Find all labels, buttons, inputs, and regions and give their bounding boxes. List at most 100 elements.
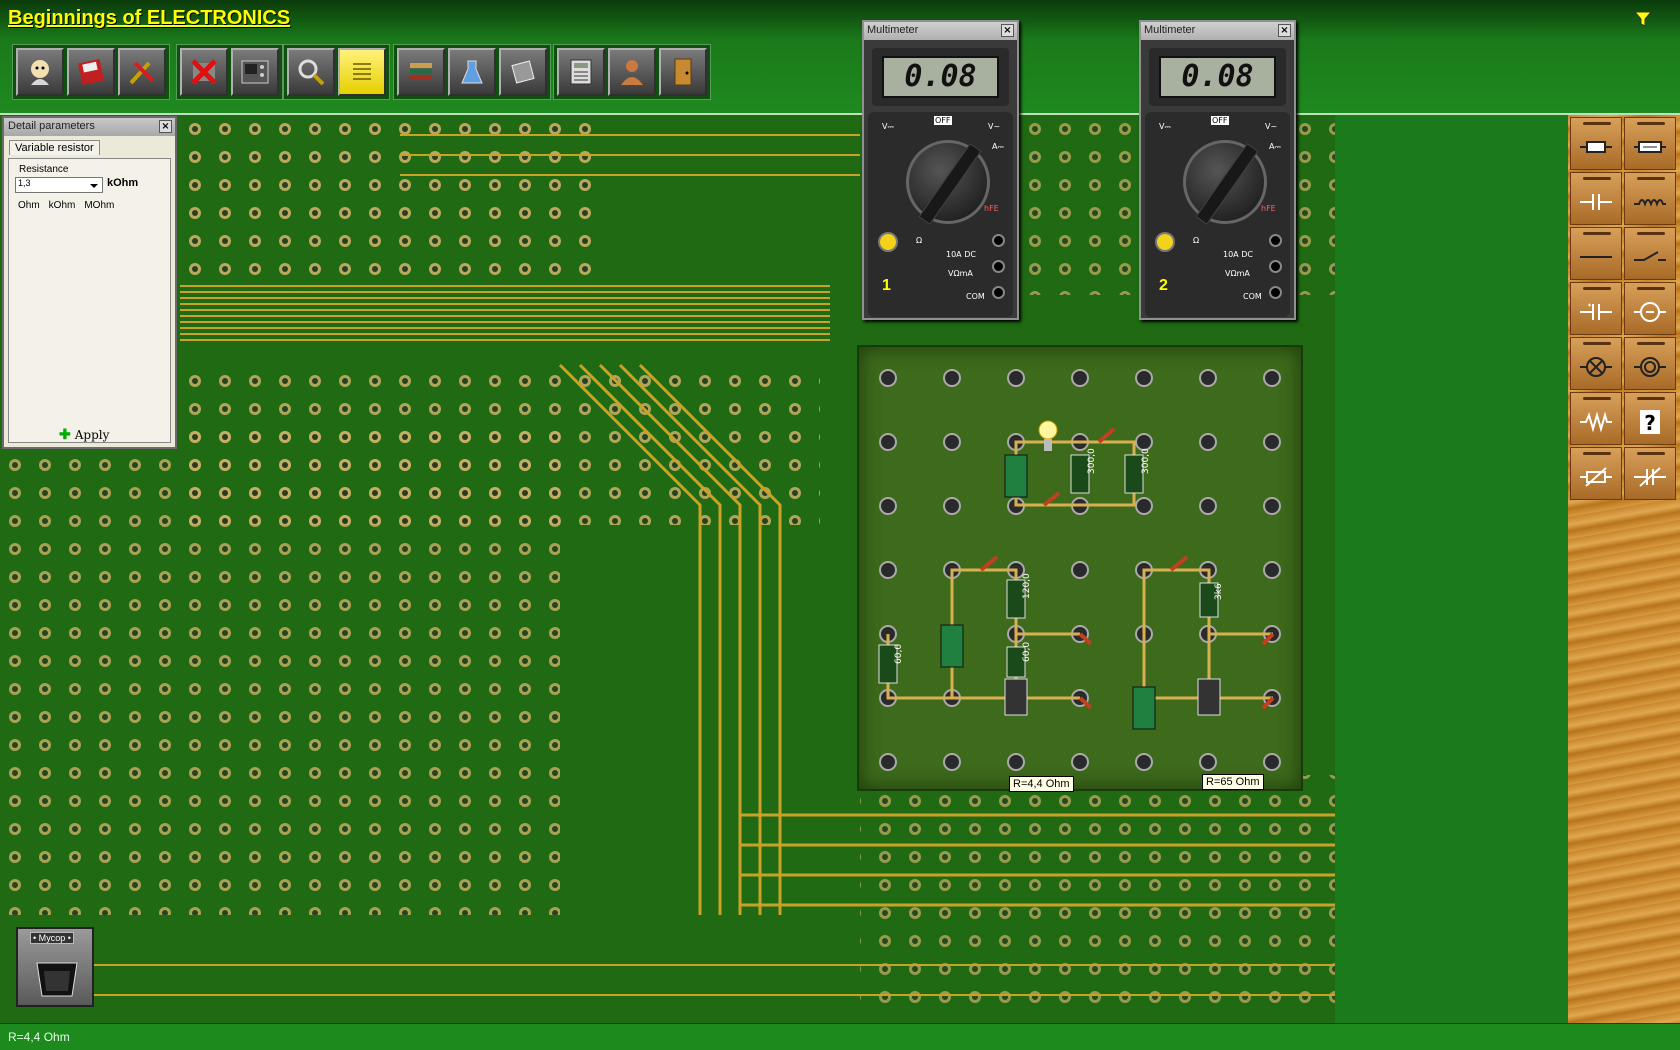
tab-variable-resistor[interactable]: Variable resistor xyxy=(9,140,100,155)
range-dial[interactable] xyxy=(1183,140,1267,225)
jack-vohm[interactable] xyxy=(1269,260,1282,273)
board-hole[interactable] xyxy=(1135,433,1153,451)
board-hole[interactable] xyxy=(1199,433,1217,451)
calculator-button[interactable] xyxy=(557,48,605,96)
board-hole[interactable] xyxy=(879,497,897,515)
component-wire-button[interactable] xyxy=(1570,227,1622,280)
delete-button[interactable] xyxy=(180,48,228,96)
wizard-button[interactable] xyxy=(16,48,64,96)
resistance-label: Resistance xyxy=(19,164,69,175)
board-hole[interactable] xyxy=(943,369,961,387)
resistors: 300,0 300,0 120,0 60,0 60,0 3k6 xyxy=(878,448,1224,684)
resistor xyxy=(1070,454,1090,494)
jack-vohm[interactable] xyxy=(992,260,1005,273)
breadboard[interactable]: 300,0 300,0 120,0 60,0 60,0 3k6 xyxy=(857,345,1303,791)
unit-kohm-button[interactable]: kOhm xyxy=(48,200,76,211)
tools-button[interactable] xyxy=(118,48,166,96)
component-resistor-box-button[interactable] xyxy=(1570,117,1622,170)
apply-button[interactable]: ✚ Apply xyxy=(59,427,109,443)
multimeter-title[interactable]: Multimeter × xyxy=(1141,22,1294,40)
board-hole[interactable] xyxy=(943,433,961,451)
exit-button[interactable] xyxy=(659,48,707,96)
board-hole[interactable] xyxy=(879,561,897,579)
unit-mohm-button[interactable]: MOhm xyxy=(84,200,115,211)
board-hole[interactable] xyxy=(1071,369,1089,387)
teacher-button[interactable] xyxy=(608,48,656,96)
multimeter-1[interactable]: Multimeter × 0.08 V⎓ OFF V~ A⎓ hFE Ω 10A… xyxy=(862,20,1019,320)
board-hole[interactable] xyxy=(1263,497,1281,515)
component-capacitor-button[interactable] xyxy=(1570,172,1622,225)
multimeter-display: 0.08 xyxy=(882,56,999,98)
board-hole[interactable] xyxy=(1135,753,1153,771)
resistor-label: 300,0 xyxy=(1087,448,1097,474)
board-hole[interactable] xyxy=(1263,561,1281,579)
board-hole[interactable] xyxy=(943,497,961,515)
component-help-button[interactable]: ? xyxy=(1624,392,1676,445)
component-variable-resistor-button[interactable] xyxy=(1570,392,1622,445)
multimeter-close-button[interactable]: × xyxy=(1001,24,1014,37)
multimeter-title[interactable]: Multimeter × xyxy=(864,22,1017,40)
batteries xyxy=(940,454,1156,730)
component-meter-button[interactable] xyxy=(1624,337,1676,390)
resistance-select[interactable]: 1,3 xyxy=(15,177,103,193)
jack-com[interactable] xyxy=(992,286,1005,299)
multimeter-2[interactable]: Multimeter × 0.08 V⎓ OFF V~ A⎓ hFE Ω 10A… xyxy=(1139,20,1296,320)
component-resistor-wide-button[interactable] xyxy=(1624,117,1676,170)
board-hole[interactable] xyxy=(1007,753,1025,771)
trash-bin[interactable]: • Мусор • xyxy=(16,927,94,1007)
board-hole[interactable] xyxy=(1199,369,1217,387)
component-trimmer-button[interactable] xyxy=(1624,447,1676,500)
board-hole[interactable] xyxy=(943,753,961,771)
multimeter-close-button[interactable]: × xyxy=(1278,24,1291,37)
jack-com[interactable] xyxy=(1269,286,1282,299)
board-hole[interactable] xyxy=(879,753,897,771)
components-grid: ? xyxy=(1570,117,1678,500)
resistor xyxy=(1199,582,1219,618)
unit-ohm-button[interactable]: Ohm xyxy=(18,200,40,211)
component-lamp-button[interactable] xyxy=(1570,337,1622,390)
books-button[interactable] xyxy=(397,48,445,96)
component-variable-capacitor-button[interactable] xyxy=(1570,447,1622,500)
label-a-dc: A⎓ xyxy=(992,142,1004,151)
ammeter-icon xyxy=(1634,301,1666,322)
apply-label: Apply xyxy=(74,428,110,442)
magnifier-button[interactable] xyxy=(287,48,335,96)
svg-text:?: ? xyxy=(1644,411,1656,435)
board-hole[interactable] xyxy=(1071,561,1089,579)
status-bar: R=4,4 Ohm xyxy=(0,1023,1680,1050)
app-title[interactable]: Beginnings of ELECTRONICS xyxy=(8,7,291,29)
board-hole[interactable] xyxy=(1071,753,1089,771)
label-ohm: Ω xyxy=(916,236,923,245)
board-hole[interactable] xyxy=(1007,369,1025,387)
detail-panel-close-button[interactable]: × xyxy=(159,120,172,133)
resistor-label: 120,0 xyxy=(1022,573,1032,599)
label-hfe: hFE xyxy=(1261,204,1276,213)
notes-button[interactable] xyxy=(338,48,386,96)
board-hole[interactable] xyxy=(1135,369,1153,387)
jack-10a[interactable] xyxy=(992,234,1005,247)
filter-icon[interactable] xyxy=(1634,10,1652,28)
board-hole[interactable] xyxy=(1135,497,1153,515)
board-hole[interactable] xyxy=(1263,433,1281,451)
board-hole[interactable] xyxy=(879,433,897,451)
board-hole[interactable] xyxy=(1263,753,1281,771)
board-hole[interactable] xyxy=(1263,369,1281,387)
component-ammeter-button[interactable] xyxy=(1624,282,1676,335)
component-electrolytic-button[interactable] xyxy=(1570,282,1622,335)
save-button[interactable] xyxy=(67,48,115,96)
range-dial[interactable] xyxy=(906,140,990,225)
chip-button[interactable] xyxy=(499,48,547,96)
board-hole[interactable] xyxy=(879,369,897,387)
label-ohm: Ω xyxy=(1193,236,1200,245)
multimeter-face: V⎓ OFF V~ A⎓ hFE Ω 10A DC VΩmA COM 2 xyxy=(1145,112,1290,317)
oscilloscope-button[interactable] xyxy=(231,48,279,96)
board-hole[interactable] xyxy=(1199,753,1217,771)
component-switch-button[interactable] xyxy=(1624,227,1676,280)
lcd-frame: 0.08 xyxy=(872,48,1009,106)
board-hole[interactable] xyxy=(1199,497,1217,515)
plus-icon: ✚ xyxy=(59,427,71,443)
wire-icon xyxy=(1580,255,1612,258)
component-inductor-button[interactable] xyxy=(1624,172,1676,225)
jack-10a[interactable] xyxy=(1269,234,1282,247)
lab-button[interactable] xyxy=(448,48,496,96)
